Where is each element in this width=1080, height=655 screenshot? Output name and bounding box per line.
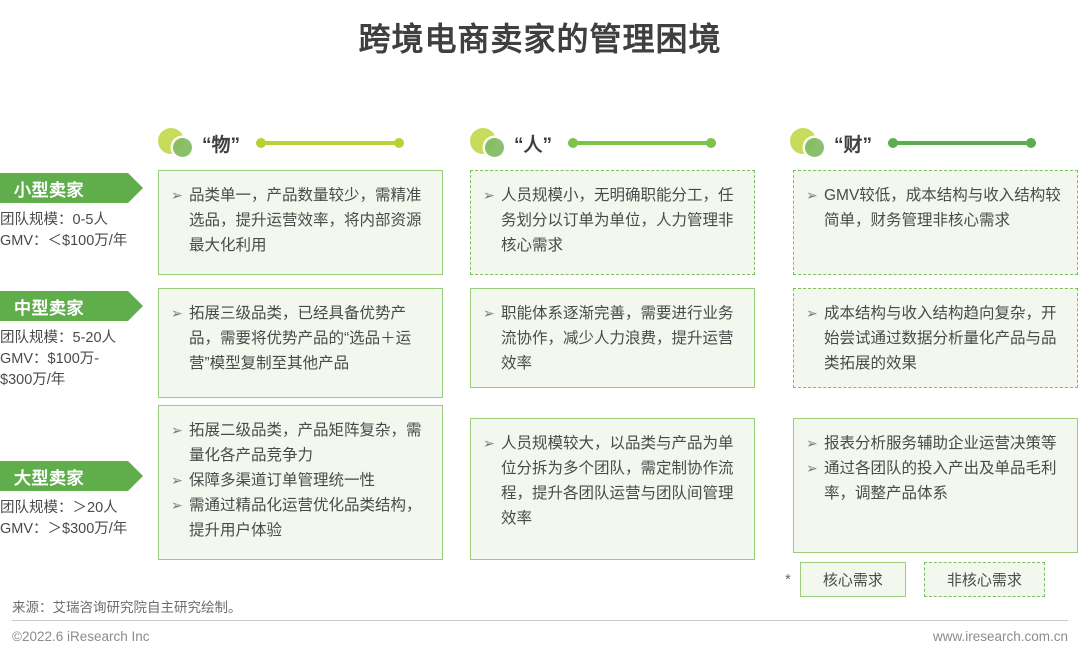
bullet-text: 拓展二级品类，产品矩阵复杂，需量化各产品竞争力	[189, 422, 422, 464]
column-label-cai: “财”	[834, 134, 873, 156]
bullet-text: 品类单一，产品数量较少，需精准选品，提升运营效率，将内部资源最大化利用	[189, 187, 422, 254]
bullet-arrow-icon: ➢	[806, 187, 818, 203]
source-note: 来源：艾瑞咨询研究院自主研究绘制。	[12, 600, 242, 615]
segment-badge-label: 大型卖家	[14, 468, 84, 488]
segment-badge-small: 小型卖家	[0, 173, 143, 203]
bullet-arrow-icon: ➢	[483, 187, 495, 203]
bullet-text: 职能体系逐渐完善，需要进行业务流协作，减少人力浪费，提升运营效率	[501, 305, 734, 372]
column-header-wu: “物”	[158, 126, 443, 160]
bullet-text: GMV较低，成本结构与收入结构较简单，财务管理非核心需求	[824, 187, 1061, 229]
segment-meta-large: 团队规模：＞20人 GMV：＞$300万/年	[0, 498, 155, 540]
cell-medium-ren: ➢ 职能体系逐渐完善，需要进行业务流协作，减少人力浪费，提升运营效率	[470, 288, 755, 388]
segment-badge-label: 中型卖家	[14, 298, 84, 318]
copyright: ©2022.6 iResearch Inc	[12, 629, 150, 644]
gmv: GMV：$100万-	[0, 351, 100, 367]
bullet-item: ➢ 保障多渠道订单管理统一性	[171, 468, 428, 493]
cell-large-ren: ➢ 人员规模较大，以品类与产品为单位分拆为多个团队，需定制协作流程，提升各团队运营…	[470, 418, 755, 560]
bullet-item: ➢ 通过各团队的投入产出及单品毛利率，调整产品体系	[806, 456, 1063, 506]
bullet-text: 拓展三级品类，已经具备优势产品，需要将优势产品的“选品＋运营”模型复制至其他产品	[189, 305, 412, 372]
bullet-text: 报表分析服务辅助企业运营决策等	[824, 435, 1057, 452]
bullet-arrow-icon: ➢	[806, 305, 818, 321]
bullet-arrow-icon: ➢	[806, 435, 818, 451]
bullet-arrow-icon: ➢	[483, 305, 495, 321]
bullet-arrow-icon: ➢	[483, 435, 495, 451]
column-rule-cai	[888, 138, 1037, 148]
legend-core: 核心需求	[799, 562, 906, 597]
gmv: GMV：＞$300万/年	[0, 521, 128, 537]
column-rule-wu	[256, 138, 405, 148]
bullet-item: ➢ 拓展二级品类，产品矩阵复杂，需量化各产品竞争力	[171, 418, 428, 468]
cell-small-wu: ➢ 品类单一，产品数量较少，需精准选品，提升运营效率，将内部资源最大化利用	[158, 170, 443, 275]
bullet-arrow-icon: ➢	[171, 187, 183, 203]
bullet-text: 成本结构与收入结构趋向复杂，开始尝试通过数据分析量化产品与品类拓展的效果	[824, 305, 1057, 372]
column-rule-ren	[568, 138, 717, 148]
legend-noncore: 非核心需求	[923, 562, 1045, 597]
two-circles-icon	[470, 128, 506, 158]
bullet-item: ➢ 人员规模较大，以品类与产品为单位分拆为多个团队，需定制协作流程，提升各团队运营…	[483, 431, 740, 531]
bullet-arrow-icon: ➢	[171, 472, 183, 488]
segment-badge-medium: 中型卖家	[0, 291, 143, 321]
bullet-arrow-icon: ➢	[171, 422, 183, 438]
website-url: www.iresearch.com.cn	[932, 629, 1068, 644]
bullet-text: 人员规模小，无明确职能分工，任务划分以订单为单位，人力管理非核心需求	[501, 187, 734, 254]
page-title: 跨境电商卖家的管理困境	[358, 21, 722, 57]
segment-small: 小型卖家 团队规模：0-5人 GMV：＜$100万/年	[0, 173, 155, 252]
two-circles-icon	[158, 128, 194, 158]
bullet-item: ➢ 人员规模小，无明确职能分工，任务划分以订单为单位，人力管理非核心需求	[483, 183, 740, 258]
bullet-item: ➢ 品类单一，产品数量较少，需精准选品，提升运营效率，将内部资源最大化利用	[171, 183, 428, 258]
cell-small-ren: ➢ 人员规模小，无明确职能分工，任务划分以订单为单位，人力管理非核心需求	[470, 170, 755, 275]
bullet-text: 人员规模较大，以品类与产品为单位分拆为多个团队，需定制协作流程，提升各团队运营与…	[501, 435, 734, 527]
bullet-text: 通过各团队的投入产出及单品毛利率，调整产品体系	[824, 460, 1057, 502]
bullet-arrow-icon: ➢	[806, 460, 818, 476]
footer-divider	[12, 620, 1068, 621]
legend: * 核心需求 非核心需求	[785, 562, 1045, 597]
bullet-arrow-icon: ➢	[171, 305, 183, 321]
bullet-item: ➢ 成本结构与收入结构趋向复杂，开始尝试通过数据分析量化产品与品类拓展的效果	[806, 301, 1063, 376]
segment-medium: 中型卖家 团队规模：5-20人 GMV：$100万- $300万/年	[0, 291, 155, 391]
gmv-cont: $300万/年	[0, 372, 66, 388]
bullet-item: ➢ 报表分析服务辅助企业运营决策等	[806, 431, 1063, 456]
bullet-text: 需通过精品化运营优化品类结构，提升用户体验	[189, 497, 422, 539]
two-circles-icon	[790, 128, 826, 158]
cell-large-cai: ➢ 报表分析服务辅助企业运营决策等 ➢ 通过各团队的投入产出及单品毛利率，调整产品体系	[793, 418, 1078, 553]
bullet-arrow-icon: ➢	[171, 497, 183, 513]
cell-medium-cai: ➢ 成本结构与收入结构趋向复杂，开始尝试通过数据分析量化产品与品类拓展的效果	[793, 288, 1078, 388]
bullet-item: ➢ 需通过精品化运营优化品类结构，提升用户体验	[171, 493, 428, 543]
bullet-item: ➢ 拓展三级品类，已经具备优势产品，需要将优势产品的“选品＋运营”模型复制至其他产…	[171, 301, 428, 376]
legend-asterisk: *	[785, 571, 791, 588]
cell-medium-wu: ➢ 拓展三级品类，已经具备优势产品，需要将优势产品的“选品＋运营”模型复制至其他产…	[158, 288, 443, 398]
segment-badge-label: 小型卖家	[14, 180, 84, 200]
segment-badge-large: 大型卖家	[0, 461, 143, 491]
team-size: 团队规模：＞20人	[0, 500, 118, 516]
cell-large-wu: ➢ 拓展二级品类，产品矩阵复杂，需量化各产品竞争力 ➢ 保障多渠道订单管理统一性 ➢ 需通…	[158, 405, 443, 560]
segment-large: 大型卖家 团队规模：＞20人 GMV：＞$300万/年	[0, 461, 155, 540]
column-label-wu: “物”	[202, 134, 241, 156]
bullet-item: ➢ GMV较低，成本结构与收入结构较简单，财务管理非核心需求	[806, 183, 1063, 233]
bullet-text: 保障多渠道订单管理统一性	[189, 472, 376, 489]
column-header-cai: “财”	[790, 126, 1080, 160]
column-header-ren: “人”	[470, 126, 755, 160]
segment-meta-medium: 团队规模：5-20人 GMV：$100万- $300万/年	[0, 328, 155, 391]
column-label-ren: “人”	[514, 134, 553, 156]
cell-small-cai: ➢ GMV较低，成本结构与收入结构较简单，财务管理非核心需求	[793, 170, 1078, 275]
bullet-item: ➢ 职能体系逐渐完善，需要进行业务流协作，减少人力浪费，提升运营效率	[483, 301, 740, 376]
gmv: GMV：＜$100万/年	[0, 233, 128, 249]
segment-meta-small: 团队规模：0-5人 GMV：＜$100万/年	[0, 210, 155, 252]
team-size: 团队规模：0-5人	[0, 212, 108, 228]
team-size: 团队规模：5-20人	[0, 330, 117, 346]
